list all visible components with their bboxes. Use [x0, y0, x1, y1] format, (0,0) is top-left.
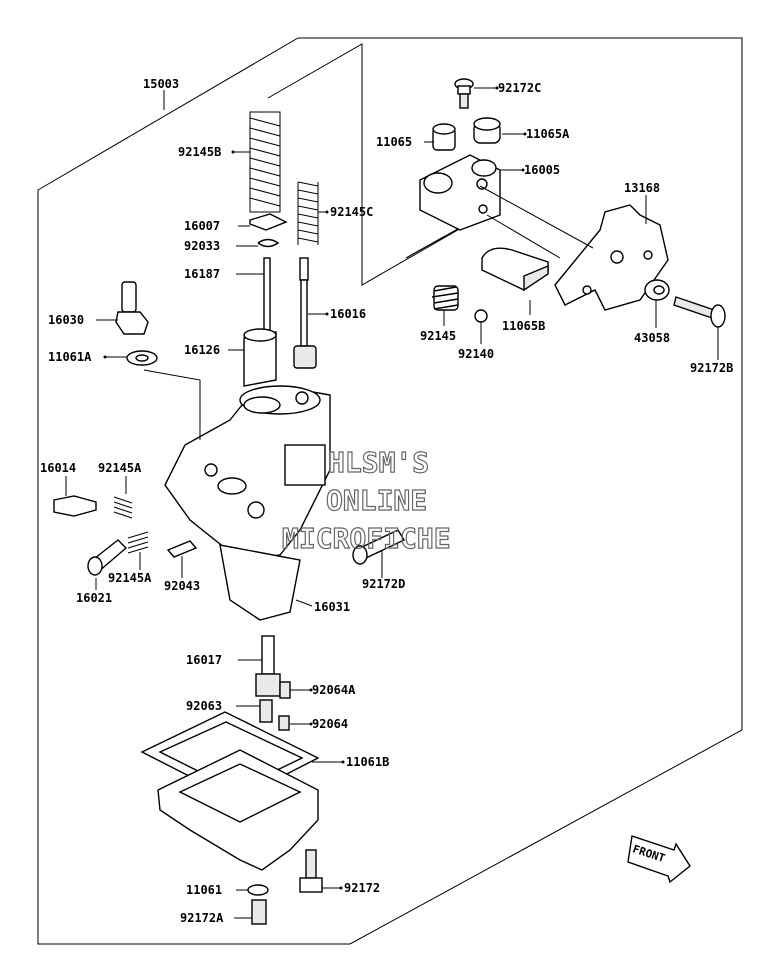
watermark-line2: ONLINE: [326, 484, 427, 517]
label-16031: 16031: [314, 600, 350, 614]
watermark-line3: MICROFICHE: [282, 522, 451, 555]
assembly-line: [405, 185, 594, 259]
label-16021: 16021: [76, 591, 112, 605]
needle-16016-icon: [293, 257, 317, 369]
assembly-frame: [37, 37, 743, 945]
spring-92145b-icon: [249, 111, 281, 213]
assembly-line: [143, 369, 201, 440]
label-43058: 43058: [634, 331, 670, 345]
label-16005: 16005: [524, 163, 560, 177]
label-16030: 16030: [48, 313, 84, 327]
jet-16017-icon: [255, 635, 281, 697]
label-92043: 92043: [164, 579, 200, 593]
valve-16030-icon: [115, 281, 149, 335]
label-92033: 92033: [184, 239, 220, 253]
label-11061: 11061: [186, 883, 222, 897]
label-11061b: 11061B: [346, 755, 389, 769]
label-16017: 16017: [186, 653, 222, 667]
label-92172: 92172: [344, 881, 380, 895]
spring-92145a-upper-icon: [113, 496, 133, 519]
needle-16187-icon: [263, 257, 271, 335]
label-11065: 11065: [376, 135, 412, 149]
label-92145a-lower: 92145A: [108, 571, 152, 585]
label-92140: 92140: [458, 347, 494, 361]
label-92172b: 92172B: [690, 361, 733, 375]
gasket-11061a-icon: [126, 350, 158, 366]
label-11061a: 11061A: [48, 350, 92, 364]
label-11065a: 11065A: [526, 127, 570, 141]
label-92172a: 92172A: [180, 911, 224, 925]
lever-13168-icon: [554, 204, 669, 311]
label-92145a-upper: 92145A: [98, 461, 142, 475]
screw-92172c-icon: [454, 78, 474, 109]
pin-92043-icon: [166, 540, 198, 558]
float-bowl-icon: [157, 749, 319, 871]
pad-11065b-icon: [481, 247, 549, 292]
throttle-stop-group: [405, 78, 726, 328]
watermark-line1: HLSM'S: [328, 446, 429, 479]
spring-92145c-icon: [297, 181, 319, 245]
screw-16021-icon: [87, 539, 128, 576]
cap-11065a-icon: [473, 117, 501, 144]
connector-dots: [103, 86, 527, 890]
label-92064a: 92064A: [312, 683, 356, 697]
label-15003: 15003: [143, 77, 179, 91]
slide-16126-icon: [243, 328, 277, 387]
leader-lines: [65, 87, 719, 919]
label-16014: 16014: [40, 461, 76, 475]
jet-92064a-icon: [279, 681, 291, 699]
clip-92033-icon: [257, 238, 280, 248]
screw-92172-icon: [299, 849, 323, 893]
label-16187: 16187: [184, 267, 220, 281]
label-13168: 13168: [624, 181, 660, 195]
label-92172d: 92172D: [362, 577, 405, 591]
part-labels: 15003 92172C 11065 11065A 16005 13168 92…: [40, 77, 733, 925]
carburetor-body-16031: [143, 369, 331, 621]
label-92064: 92064: [312, 717, 348, 731]
label-92172c: 92172C: [498, 81, 541, 95]
screw-16014-icon: [53, 495, 97, 517]
label-92145c: 92145C: [330, 205, 373, 219]
spring-92145-icon: [431, 285, 459, 311]
label-11065b: 11065B: [502, 319, 545, 333]
screw-92172d-icon: [352, 529, 405, 565]
inset-frame: [267, 43, 497, 286]
cap-11065-icon: [432, 123, 456, 151]
spring-92145a-lower-icon: [127, 531, 149, 554]
label-16126: 16126: [184, 343, 220, 357]
jet-92064-icon: [278, 715, 290, 731]
label-92145: 92145: [420, 329, 456, 343]
washer-43058-icon: [644, 279, 670, 301]
watermark: HLSM'S ONLINE MICROFICHE: [281, 445, 451, 555]
clip-16007-icon: [249, 213, 288, 231]
holder-16005-icon: [419, 154, 501, 231]
front-arrow-icon: FRONT: [627, 835, 691, 884]
ball-92140-icon: [474, 309, 488, 323]
gasket-11061-icon: [247, 884, 269, 896]
label-16007: 16007: [184, 219, 220, 233]
label-92063: 92063: [186, 699, 222, 713]
jet-92063-icon: [259, 699, 273, 723]
plug-92172a-icon: [251, 899, 267, 925]
screw-92172b-icon: [673, 296, 726, 328]
label-16016: 16016: [330, 307, 366, 321]
label-92145b: 92145B: [178, 145, 221, 159]
